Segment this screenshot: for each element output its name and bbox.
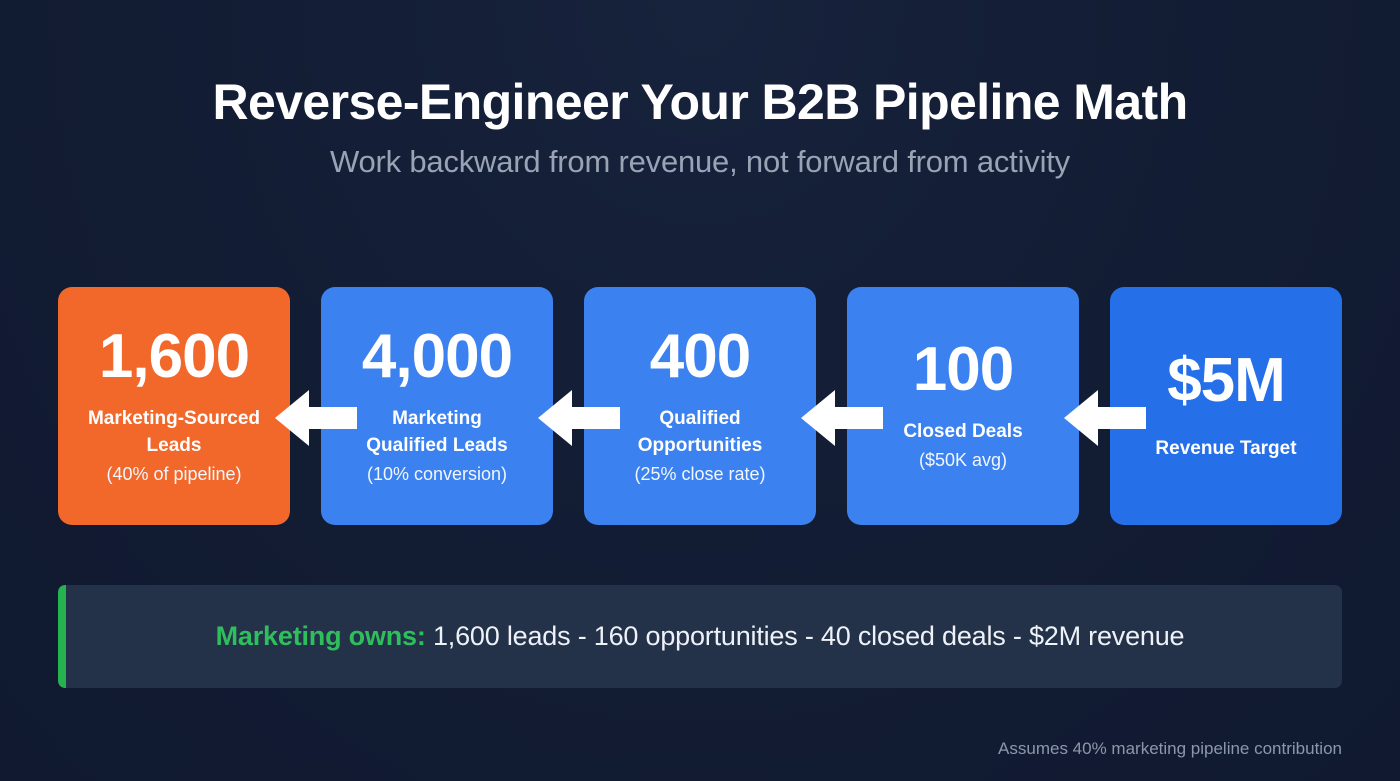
funnel-card-note: ($50K avg) — [918, 450, 1008, 471]
funnel-card-note: (10% conversion) — [366, 463, 508, 484]
callout-text: Marketing owns: 1,600 leads - 160 opport… — [216, 621, 1185, 652]
funnel-card-label: Revenue Target — [1155, 437, 1297, 459]
footer-note: Assumes 40% marketing pipeline contribut… — [998, 739, 1342, 758]
funnel-card-value: 100 — [912, 335, 1014, 405]
funnel-card-value: 4,000 — [361, 321, 513, 391]
funnel-card-note: (40% of pipeline) — [106, 463, 242, 484]
funnel-card-label: Marketing Qualified Leads — [366, 407, 508, 456]
page-subtitle: Work backward from revenue, not forward … — [330, 144, 1070, 179]
callout-lead-label: Marketing owns: — [215, 621, 426, 651]
funnel-card-label: Marketing-Sourced Leads — [87, 407, 261, 456]
funnel-card-label: Closed Deals — [903, 421, 1023, 443]
funnel-card-note: (25% close rate) — [634, 463, 766, 484]
funnel-card-value: 400 — [649, 321, 751, 391]
funnel-card-5[interactable]: $5M Revenue Target — [1110, 287, 1342, 525]
funnel-card-label: Qualified Opportunities — [637, 407, 763, 456]
marketing-owns-callout: Marketing owns: 1,600 leads - 160 opport… — [58, 585, 1342, 688]
funnel-card-value: $5M — [1167, 345, 1286, 415]
page-title: Reverse-Engineer Your B2B Pipeline Math — [212, 74, 1188, 130]
header: Reverse-Engineer Your B2B Pipeline Math … — [0, 0, 1400, 180]
callout-body: 1,600 leads - 160 opportunities - 40 clo… — [425, 621, 1185, 651]
funnel-card-value: 1,600 — [98, 321, 250, 391]
callout-accent-bar — [58, 585, 66, 688]
